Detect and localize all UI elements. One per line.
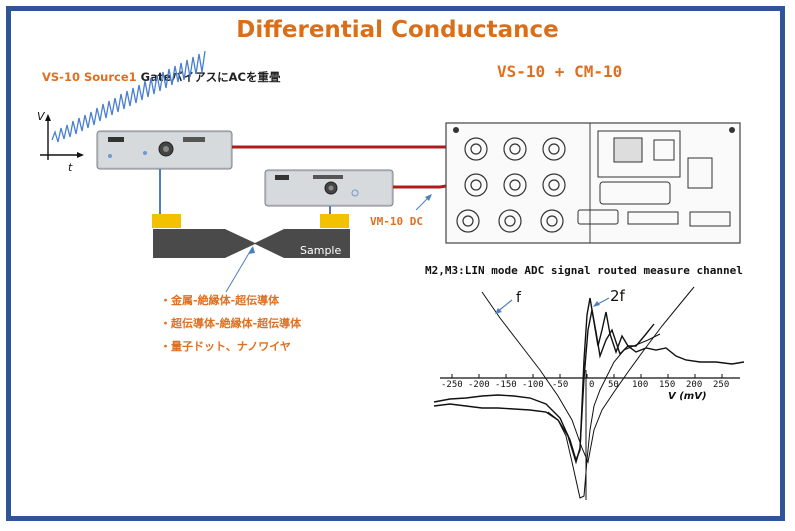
vs-source-jp: GateバイアスにACを重畳 [140,70,281,84]
adc-caption: M2,M3:LIN mode ADC signal routed measure… [425,264,743,277]
cm10-back-panel [445,122,741,244]
conductance-plot [433,286,745,500]
gate-ac-waveform [51,50,206,143]
curve-b [433,309,655,465]
vm-dc-label: VM-10 DC [370,215,423,228]
figure-frame [6,6,785,521]
bullet-qd: ・量子ドット、ナノワイヤ [160,340,291,353]
vs-source-label: VS-10 Source1 GateバイアスにACを重畳 [42,69,280,85]
plot-x-axis-label: V (mV) [668,391,707,402]
curve-g [547,333,661,499]
sample-pointer [225,247,253,293]
vs10-instrument [96,130,233,170]
sample-label: Sample [300,244,342,257]
curve-f-label: f [516,290,521,306]
x-tick: -150 [495,380,517,390]
axis-v-label: V [37,110,45,123]
x-tick: 200 [686,380,703,390]
curve-2f-label: 2f [610,287,625,305]
x-tick: 50 [608,380,619,390]
axis-t-label: t [68,161,73,174]
sample-device [152,214,350,258]
x-tick: -100 [522,380,544,390]
vm10-instrument [264,169,394,207]
vs-cm-label: VS-10 + CM-10 [497,62,623,81]
x-tick: -50 [552,380,569,390]
x-tick: 150 [659,380,676,390]
bullet-sis: ・超伝導体-絶縁体-超伝導体 [160,317,302,330]
x-tick: 250 [713,380,730,390]
x-tick: 100 [632,380,649,390]
x-tick: 0 [589,380,595,390]
page-title: Differential Conductance [236,17,559,43]
signal-axes [40,114,84,160]
x-tick: -200 [468,380,490,390]
x-tick: -250 [441,380,463,390]
bullet-mis: ・金属-絶縁体-超伝導体 [160,294,280,307]
vs-source-name: VS-10 Source1 [42,70,137,84]
